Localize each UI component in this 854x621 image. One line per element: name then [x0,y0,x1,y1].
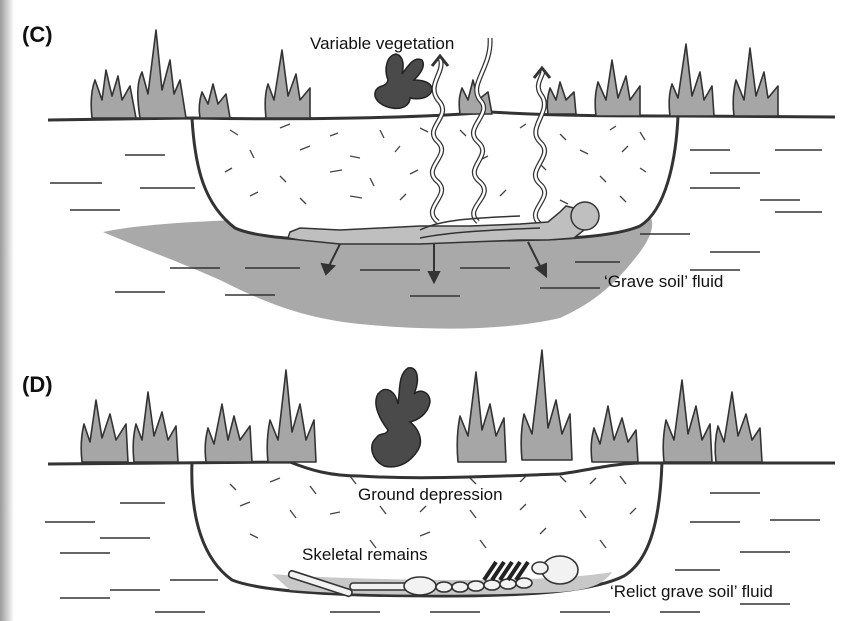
panel-c-letter: (C) [22,22,53,47]
ground-depression-label: Ground depression [358,485,503,504]
left-edge-shade [0,0,14,621]
shrub-c [375,54,432,108]
skeletal-remains-label: Skeletal remains [302,545,428,564]
panel-d: (D) Ground depression Skeletal remains ‘… [22,350,835,612]
relict-grave-soil-fluid-label: ‘Relict grave soil’ fluid [610,582,773,601]
vegetation-label: Variable vegetation [310,34,454,53]
panel-d-letter: (D) [22,372,53,397]
panel-c: (C) Variable vegetation ‘Grave soil’ flu… [22,22,835,329]
shrub-d [372,368,430,467]
grave-soil-fluid-label: ‘Grave soil’ fluid [604,272,723,291]
